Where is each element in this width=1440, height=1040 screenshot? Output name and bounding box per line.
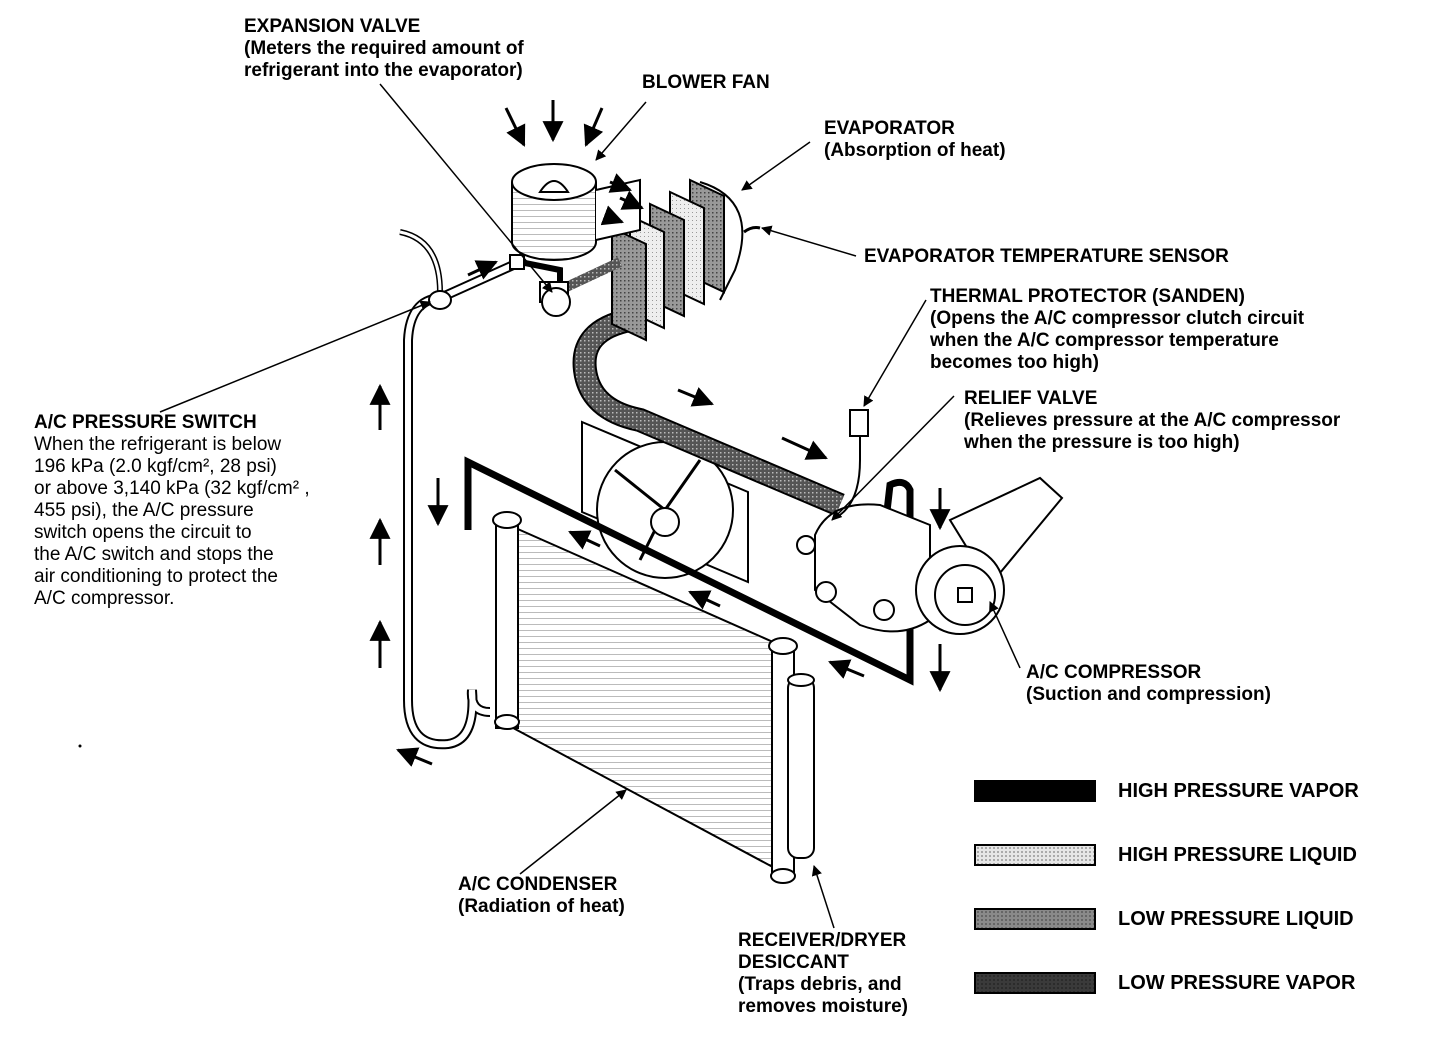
legend-item: HIGH PRESSURE VAPOR: [974, 778, 1394, 808]
expansion-valve: [509, 254, 623, 317]
label-compressor: A/C COMPRESSOR (Suction and compression): [1026, 662, 1271, 706]
compressor: [796, 409, 1064, 635]
label-desc: 196 kPa (2.0 kgf/cm², 28 psi): [34, 456, 277, 477]
label-title: EVAPORATOR: [824, 118, 955, 139]
legend-swatch: [974, 780, 1096, 802]
leader-lines: [159, 83, 1021, 929]
label-title: A/C PRESSURE SWITCH: [34, 412, 257, 433]
label-relief-valve: RELIEF VALVE (Relieves pressure at the A…: [964, 388, 1340, 454]
legend-item: HIGH PRESSURE LIQUID: [974, 842, 1394, 872]
label-desc: when the A/C compressor temperature: [930, 330, 1279, 351]
legend-swatch: [974, 908, 1096, 930]
label-desc: DESICCANT: [738, 952, 849, 973]
label-title: EVAPORATOR TEMPERATURE SENSOR: [864, 246, 1229, 267]
label-desc: (Opens the A/C compressor clutch circuit: [930, 308, 1305, 329]
label-desc: When the refrigerant is below: [34, 434, 282, 455]
label-title: BLOWER FAN: [642, 72, 770, 93]
condenser: [492, 511, 798, 884]
legend-swatch: [974, 972, 1096, 994]
label-condenser: A/C CONDENSER (Radiation of heat): [458, 874, 625, 918]
label-desc: refrigerant into the evaporator): [244, 60, 523, 81]
label-title: RELIEF VALVE: [964, 388, 1098, 409]
label-blower-fan: BLOWER FAN: [642, 72, 770, 94]
label-desc: air conditioning to protect the: [34, 566, 278, 587]
label-title: A/C COMPRESSOR: [1026, 662, 1202, 683]
label-desc: (Radiation of heat): [458, 896, 625, 917]
receiver-dryer: [787, 673, 815, 859]
label-desc: the A/C switch and stops the: [34, 544, 274, 565]
label-desc: (Suction and compression): [1026, 684, 1271, 705]
label-expansion-valve: EXPANSION VALVE (Meters the required amo…: [244, 16, 524, 82]
label-desc: switch opens the circuit to: [34, 522, 252, 543]
label-desc: 455 psi), the A/C pressure: [34, 500, 254, 521]
label-evaporator: EVAPORATOR (Absorption of heat): [824, 118, 1006, 162]
legend-item: LOW PRESSURE LIQUID: [974, 906, 1394, 936]
evaporator: [611, 178, 744, 342]
legend-label: LOW PRESSURE LIQUID: [1118, 908, 1354, 930]
label-desc: (Absorption of heat): [824, 140, 1006, 161]
legend-swatch: [974, 844, 1096, 866]
label-desc: when the pressure is too high): [964, 432, 1240, 453]
label-desc: removes moisture): [738, 996, 909, 1017]
label-desc: A/C compressor.: [34, 588, 175, 609]
pressure-switch: [428, 290, 452, 310]
label-title: A/C CONDENSER: [458, 874, 618, 895]
label-title: THERMAL PROTECTOR (SANDEN): [930, 286, 1245, 307]
label-desc: becomes too high): [930, 352, 1099, 373]
legend-label: LOW PRESSURE VAPOR: [1118, 972, 1356, 994]
label-thermal-protector: THERMAL PROTECTOR (SANDEN) (Opens the A/…: [930, 286, 1304, 374]
flow-arrows: [369, 100, 951, 767]
label-evaporator-temp-sensor: EVAPORATOR TEMPERATURE SENSOR: [864, 246, 1229, 268]
label-desc: (Relieves pressure at the A/C compressor: [964, 410, 1341, 431]
legend-item: LOW PRESSURE VAPOR: [974, 970, 1394, 1000]
label-pressure-switch: A/C PRESSURE SWITCH When the refrigerant…: [34, 412, 310, 610]
legend-label: HIGH PRESSURE VAPOR: [1118, 780, 1359, 802]
label-title: EXPANSION VALVE: [244, 16, 421, 37]
label-receiver-dryer: RECEIVER/DRYER DESICCANT (Traps debris, …: [738, 930, 908, 1018]
legend-label: HIGH PRESSURE LIQUID: [1118, 844, 1357, 866]
label-desc: or above 3,140 kPa (32 kgf/cm² ,: [34, 478, 310, 499]
label-desc: (Meters the required amount of: [244, 38, 524, 59]
label-title: RECEIVER/DRYER: [738, 930, 907, 951]
label-desc: (Traps debris, and: [738, 974, 902, 995]
